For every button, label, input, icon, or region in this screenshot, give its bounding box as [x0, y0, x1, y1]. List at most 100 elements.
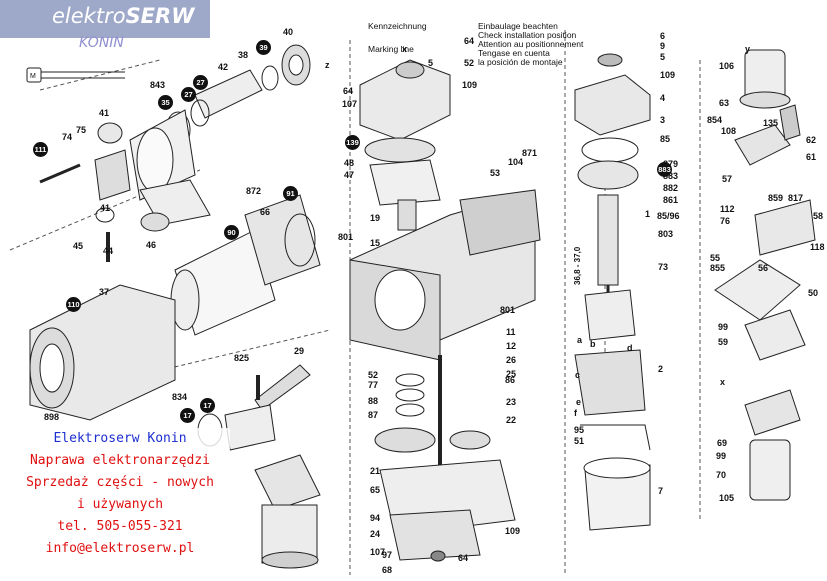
part-label: 23: [506, 397, 517, 407]
part-label: 871: [522, 148, 538, 158]
part-label: 41: [99, 108, 110, 118]
part-label: 38: [238, 50, 249, 60]
promo-line: tel. 505-055-321: [57, 519, 183, 534]
part-label: c: [575, 370, 581, 380]
part-label: 52: [464, 58, 475, 68]
part-label: 3: [660, 115, 666, 125]
part-label: 48: [344, 158, 355, 168]
part-label: 87: [368, 410, 379, 420]
logo-wordmark: elektroSERW: [52, 4, 195, 28]
part-label: 12: [506, 341, 517, 351]
note-line: Attention au positionnement: [478, 39, 584, 50]
note-line: Tengase en cuenta: [478, 48, 550, 59]
part-label: 855: [710, 263, 726, 273]
part-label: 46: [146, 240, 157, 250]
note-line: Einbaulage beachten: [478, 21, 558, 31]
part-badge: 883: [657, 162, 672, 177]
part-label: 73: [658, 262, 669, 272]
part-label: 843: [150, 80, 166, 90]
promo-line: info@elektroserw.pl: [45, 541, 195, 556]
part-badge: 111: [33, 142, 48, 157]
part-label: 26: [506, 355, 517, 365]
part-badge: 27: [193, 75, 208, 90]
part-badge: 17: [200, 398, 215, 413]
part-label: 107: [342, 99, 358, 109]
part-label: 62: [806, 135, 817, 145]
part-label: 2: [658, 364, 664, 374]
part-label: 41: [100, 203, 111, 213]
part-label: 801: [338, 232, 354, 242]
promo-line: Sprzedaż części - nowych: [26, 475, 214, 490]
brand-logo: elektroSERW: [0, 0, 210, 38]
note-line: la posición de montaje: [478, 57, 563, 68]
part-label: 50: [808, 288, 819, 298]
part-label: 872: [246, 186, 262, 196]
part-label: 74: [62, 132, 73, 142]
part-label: 63: [719, 98, 730, 108]
part-label: 56: [758, 263, 769, 273]
part-label: 44: [103, 246, 114, 256]
part-label: 1: [645, 209, 651, 219]
part-label: 118: [810, 242, 825, 252]
part-label: 95: [574, 425, 585, 435]
part-label: d: [627, 343, 633, 353]
part-label: 112: [720, 204, 735, 214]
part-label: e: [576, 397, 582, 407]
part-label: 859: [768, 193, 784, 203]
note-line: Kennzeichnung: [368, 21, 427, 31]
part-badge: 39: [256, 40, 271, 55]
part-label: 45: [73, 241, 84, 251]
part-label: 105: [719, 493, 735, 503]
part-badge: 91: [283, 186, 298, 201]
part-label: 86: [505, 375, 516, 385]
part-label: 29: [294, 346, 305, 356]
part-label: 817: [788, 193, 804, 203]
install-note-marking: Kennzeichnung Marking line: [368, 22, 427, 54]
part-badge: 27: [181, 87, 196, 102]
part-label: 97: [382, 550, 393, 560]
part-label: 75: [76, 125, 87, 135]
part-label: 19: [370, 213, 381, 223]
part-label: 66: [260, 207, 271, 217]
part-badge: 35: [158, 95, 173, 110]
part-label: 861: [663, 195, 679, 205]
part-label: 883: [663, 171, 679, 181]
part-label: 803: [658, 229, 674, 239]
part-label: 11: [506, 327, 516, 337]
part-label: 104: [508, 157, 524, 167]
part-label: 898: [44, 412, 60, 422]
part-label: 94: [370, 513, 381, 523]
part-label: 52: [368, 370, 379, 380]
part-badge: 139: [345, 135, 360, 150]
part-label: 68: [382, 565, 393, 575]
part-label: 22: [506, 415, 517, 425]
part-label: 5: [660, 52, 666, 62]
part-label: 854: [707, 115, 723, 125]
dimension-note: 36,8 - 37,0: [573, 246, 582, 285]
note-line: Check installation position: [478, 30, 577, 41]
part-label: 64: [343, 86, 354, 96]
part-label: 882: [663, 183, 679, 193]
part-label: 40: [283, 27, 294, 37]
part-label: 65: [370, 485, 381, 495]
part-badge: 90: [224, 225, 239, 240]
part-label: 99: [716, 451, 727, 461]
part-label: 107: [370, 547, 386, 557]
promo-line: Naprawa elektronarzędzi: [29, 453, 210, 468]
part-label: 109: [505, 526, 521, 536]
part-label: 879: [663, 159, 679, 169]
part-label: 85: [660, 134, 671, 144]
part-label: 4: [660, 93, 666, 103]
part-label: 801: [500, 305, 516, 315]
part-badge: 17: [180, 408, 195, 423]
install-note-position: Einbaulage beachten Check installation p…: [478, 21, 584, 68]
part-label: 64: [458, 553, 469, 563]
promo-name: Elektroserw Konin: [53, 431, 187, 446]
part-label: 70: [716, 470, 727, 480]
note-line: Marking line: [368, 44, 414, 54]
part-badge: 110: [66, 297, 81, 312]
part-label: 6: [660, 31, 666, 41]
part-label: 109: [660, 70, 676, 80]
svg-text:M: M: [30, 73, 36, 80]
part-label: 61: [806, 152, 817, 162]
